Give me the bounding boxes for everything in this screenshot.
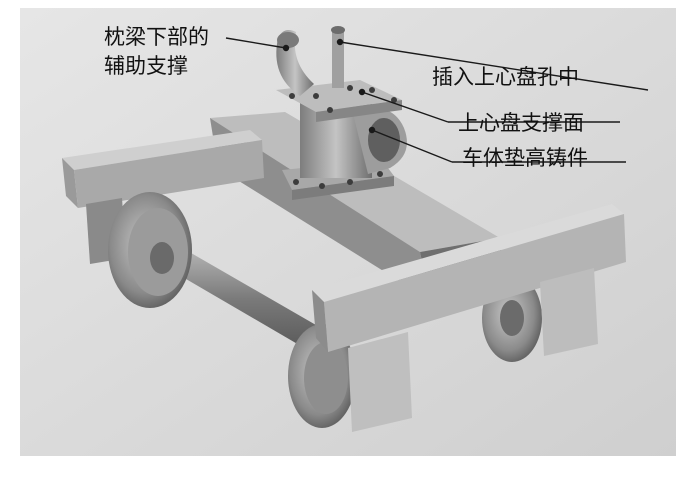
leader-support-surface (361, 91, 449, 123)
label-body-raising-casting: 车体垫高铸件 (462, 146, 588, 170)
left-side-frame-front (74, 140, 264, 208)
bolster-side (210, 118, 430, 300)
left-wheel-hub (150, 242, 174, 274)
leader-casting (371, 129, 453, 163)
wheelset (108, 192, 356, 428)
label-insert-center-plate-hole: 插入上心盘孔中 (432, 65, 579, 89)
right-journal-box-front (348, 332, 412, 432)
label-upper-center-plate-support-surface: 上心盘支撑面 (458, 111, 584, 135)
leader-aux-support (225, 37, 287, 49)
right-side-frame (312, 204, 626, 432)
right-side-frame-top (312, 204, 624, 302)
insert-pin (332, 30, 344, 88)
flange-bolts (289, 85, 397, 189)
leader-lines (225, 37, 649, 163)
leader-insert (339, 41, 649, 91)
right-side-frame-end (312, 290, 328, 352)
left-side-frame-face (62, 158, 78, 208)
right-side-frame-front (324, 214, 626, 352)
left-side-frame-top (62, 130, 262, 170)
axle (150, 242, 335, 356)
label-aux-support-line1: 枕梁下部的 (104, 25, 209, 49)
label-aux-support-line2: 辅助支撑 (104, 54, 188, 78)
right-journal-box-rear (540, 268, 598, 356)
